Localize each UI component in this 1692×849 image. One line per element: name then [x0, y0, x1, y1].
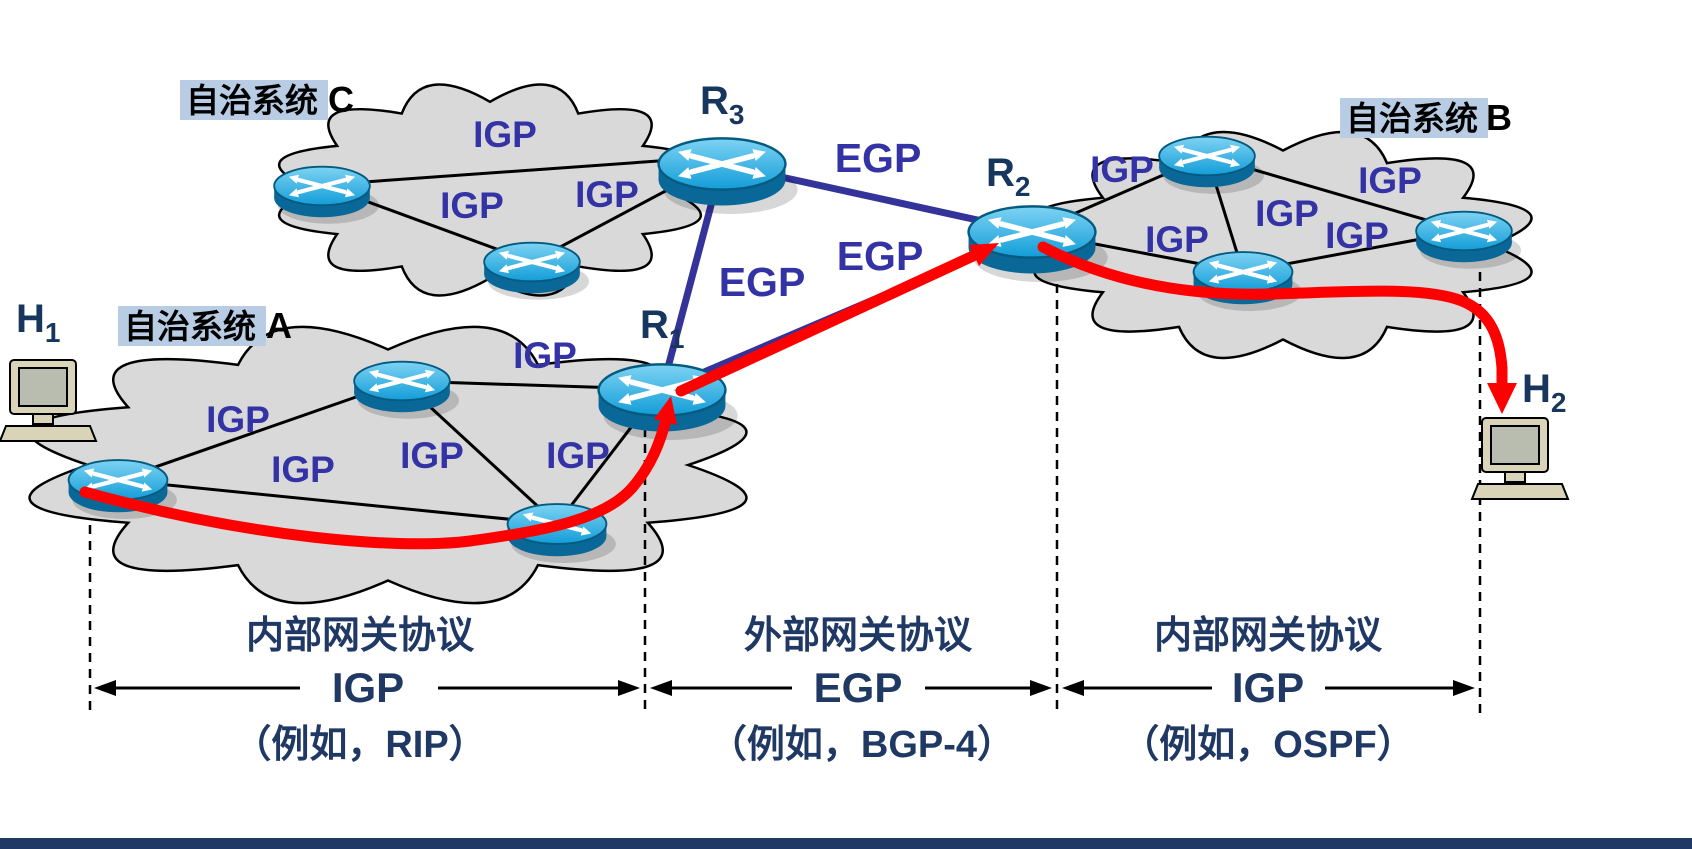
- legend-middle-title: 外部网关协议: [744, 615, 973, 657]
- router-icon-c2: [484, 243, 589, 300]
- legend-left-title: 内部网关协议: [246, 615, 475, 657]
- legend-right-title: 内部网关协议: [1154, 615, 1383, 657]
- igp-link-label: IGP: [206, 399, 270, 440]
- legend-right-protocol: IGP: [1232, 664, 1304, 711]
- router-r2-label: R2: [986, 151, 1030, 202]
- legend-left-protocol: IGP: [332, 664, 404, 711]
- router-r3-base: R: [700, 79, 729, 123]
- router-icon-r3: [659, 138, 798, 214]
- egp-link-label: EGP: [835, 135, 922, 181]
- legend-left-example: （例如，RIP）: [233, 724, 486, 766]
- igp-link: [321, 156, 701, 187]
- legend-left: 内部网关协议 IGP （例如，RIP）: [233, 615, 486, 766]
- igp-link-label: IGP: [1358, 160, 1422, 201]
- span-arrow-head: [1062, 680, 1084, 696]
- system-c-letter: C: [328, 79, 354, 120]
- legend-middle-example: （例如，BGP-4）: [709, 724, 1015, 766]
- igp-link-label: IGP: [1325, 215, 1389, 256]
- router-icon-b1: [1159, 137, 1264, 194]
- igp-link-label: IGP: [1090, 149, 1154, 190]
- system-b-name: 自治系统: [1346, 100, 1478, 137]
- router-r2-sub: 2: [1015, 171, 1031, 202]
- host-h1-label: H1: [16, 297, 60, 348]
- igp-link-label: IGP: [575, 174, 639, 215]
- route-segment: [1037, 241, 1508, 392]
- host-h2-base: H: [1522, 367, 1551, 411]
- host-h2-sub: 2: [1551, 387, 1567, 418]
- router-icon-a1: [354, 362, 459, 419]
- host-h1-base: H: [16, 297, 45, 341]
- region-dividers: [88, 272, 1482, 714]
- system-c-label: 自治系统 C: [186, 79, 354, 120]
- router-icon-b2: [1194, 252, 1302, 311]
- router-icon-c1: [274, 167, 379, 224]
- route-arrow-head: [969, 243, 999, 266]
- igp-link: [117, 478, 558, 526]
- igp-link-label: IGP: [400, 435, 464, 476]
- system-c-name: 自治系统: [186, 82, 318, 119]
- igp-link-label: IGP: [440, 185, 504, 226]
- router-r1-base: R: [640, 303, 669, 347]
- igp-link-label: IGP: [546, 435, 610, 476]
- legend-right: 内部网关协议 IGP （例如，OSPF）: [1121, 615, 1414, 766]
- computer-icon-h2: [1470, 417, 1570, 500]
- system-b-highlight: [1340, 98, 1488, 138]
- igp-link-label: IGP: [513, 335, 577, 376]
- span-arrow-head: [94, 680, 116, 696]
- legend-middle-protocol: EGP: [814, 664, 903, 711]
- igp-link: [117, 379, 403, 482]
- router-r3-label: R3: [700, 79, 744, 130]
- legend-span-arrows: [94, 680, 1475, 696]
- system-a-name: 自治系统: [124, 308, 256, 345]
- span-arrow-head: [1030, 680, 1052, 696]
- system-a-label: 自治系统 A: [124, 305, 292, 346]
- router-r1-sub: 1: [669, 323, 685, 354]
- system-b-letter: B: [1486, 97, 1512, 138]
- egp-link-labels: EGP EGP EGP: [719, 135, 924, 305]
- route-segment: [79, 414, 672, 550]
- route-arrow-head: [654, 396, 677, 425]
- igp-link-label: IGP: [271, 449, 335, 490]
- system-a-highlight: [118, 306, 266, 346]
- egp-link-label: EGP: [719, 259, 806, 305]
- system-c-highlight: [180, 80, 328, 120]
- igp-link-labels: IGP IGP IGP IGP IGP IGP IGP IGP IGP IGP …: [206, 114, 1422, 490]
- router-icon-b3: [1416, 212, 1521, 269]
- computer-icon-h1: [0, 359, 98, 442]
- router-r3-sub: 3: [729, 99, 745, 130]
- slide-bottom-bar: [0, 838, 1692, 849]
- route-arrow-head: [1487, 383, 1517, 414]
- route-segment: [675, 250, 979, 397]
- span-arrow-head: [650, 680, 672, 696]
- router-r1-label: R1: [640, 303, 684, 354]
- egp-link-label: EGP: [837, 233, 924, 279]
- igp-link-label: IGP: [473, 114, 537, 155]
- span-arrow-head: [1453, 680, 1475, 696]
- legend-right-example: （例如，OSPF）: [1121, 724, 1414, 766]
- host-h1-sub: 1: [45, 317, 61, 348]
- span-arrow-head: [618, 680, 640, 696]
- igp-link-label: IGP: [1255, 193, 1319, 234]
- system-a-letter: A: [266, 305, 292, 346]
- igp-link-label: IGP: [1145, 219, 1209, 260]
- router-r2-base: R: [986, 151, 1015, 195]
- packet-route-path: [79, 241, 1517, 550]
- host-h2-label: H2: [1522, 367, 1566, 418]
- legend-middle: 外部网关协议 EGP （例如，BGP-4）: [709, 615, 1015, 766]
